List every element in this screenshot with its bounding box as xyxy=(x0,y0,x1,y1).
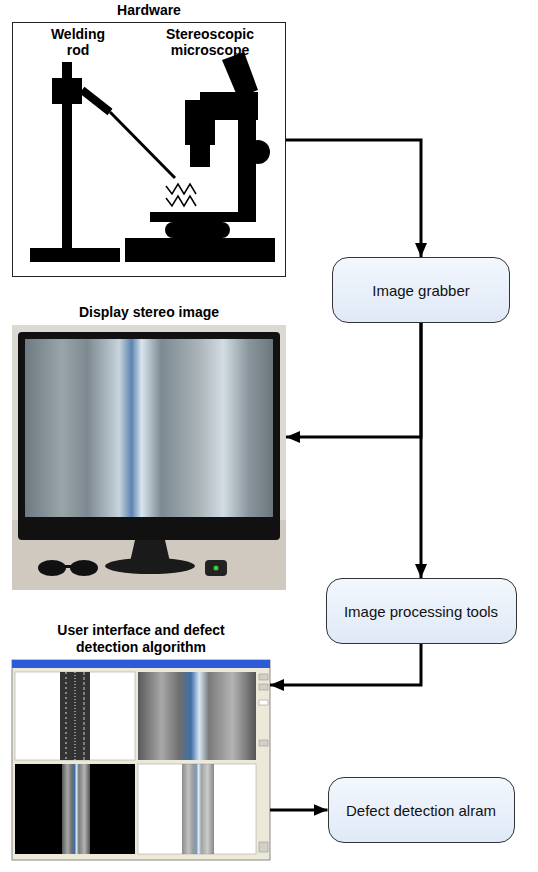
microscope xyxy=(185,52,270,212)
process-box: Defect detection alram xyxy=(328,777,515,843)
box-label: Image processing tools xyxy=(336,603,506,620)
process-box: Image grabber xyxy=(332,257,510,323)
flow-arrow xyxy=(286,323,421,437)
image-panel: User interface and defect detection algo… xyxy=(12,660,270,860)
flow-arrow xyxy=(286,140,421,257)
welding-stand xyxy=(30,62,175,262)
welding-spark xyxy=(166,196,196,206)
panel-heading: Display stereo image xyxy=(19,304,279,321)
software-screenshot xyxy=(12,660,270,860)
panel-heading: Hardware xyxy=(19,2,279,19)
welding-spark xyxy=(166,184,196,194)
process-box: Image processing tools xyxy=(326,578,517,644)
box-label: Image grabber xyxy=(364,282,478,299)
part-label: Stereoscopic microscope xyxy=(150,26,270,58)
box-label: Defect detection alram xyxy=(338,802,504,819)
specimen-stage xyxy=(125,212,275,262)
part-label: Welding rod xyxy=(38,26,118,58)
flow-arrow xyxy=(270,644,421,685)
image-panel: Display stereo image xyxy=(12,325,286,590)
flow-arrow xyxy=(270,809,328,812)
monitor-photo xyxy=(12,325,286,590)
panel-heading: User interface and defect detection algo… xyxy=(41,622,241,656)
flow-arrow xyxy=(420,323,423,578)
image-panel: Hardware xyxy=(12,22,286,277)
